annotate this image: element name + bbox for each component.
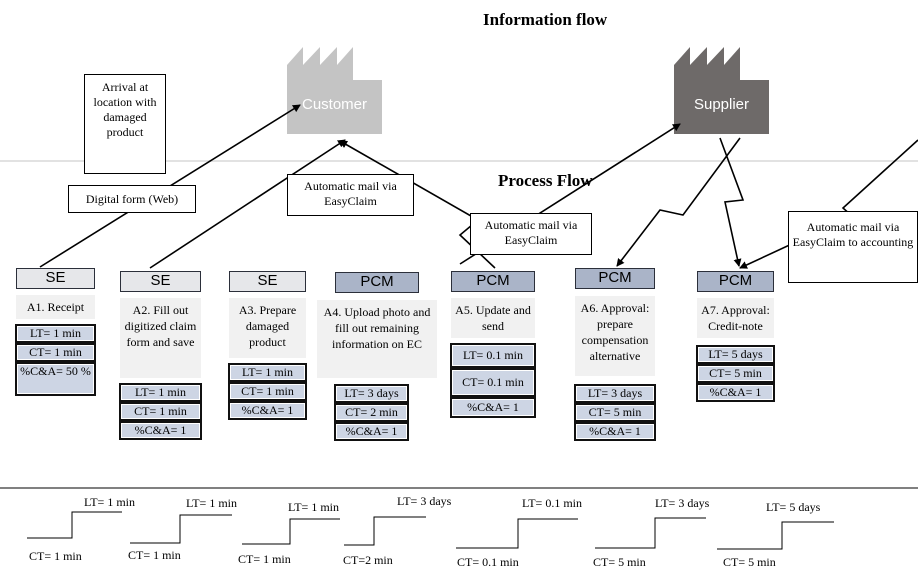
step-1-description: A1. Receipt — [16, 295, 95, 319]
arrow-supplier-to-a7 — [719, 137, 745, 267]
step-1-metrics: LT= 1 min CT= 1 min %C&A= 50 % — [15, 324, 96, 397]
step-6-metrics: LT= 3 days CT= 5 min %C&A= 1 — [574, 384, 656, 442]
timeline-step-6 — [595, 517, 706, 549]
info-flow-header: Information flow — [483, 10, 608, 29]
step-4-metrics: LT= 3 days CT= 2 min %C&A= 1 — [334, 384, 409, 442]
step-5-ct: CT= 0.1 min — [450, 368, 536, 397]
process-flow-header: Process Flow — [498, 171, 593, 190]
customer-factory-icon — [287, 47, 382, 134]
step-6-ca: %C&A= 1 — [574, 422, 656, 441]
auto-mail-note-1: Automatic mail via EasyClaim — [287, 174, 414, 216]
supplier-factory-icon — [674, 47, 769, 134]
timeline-lt-1: LT= 1 min — [84, 495, 135, 509]
timeline-ct-7: CT= 5 min — [723, 555, 776, 569]
step-5-metrics: LT= 0.1 min CT= 0.1 min %C&A= 1 — [450, 343, 536, 419]
step-2-ct: CT= 1 min — [119, 402, 202, 421]
digital-form-note: Digital form (Web) — [68, 185, 196, 213]
step-6-role: PCM — [575, 268, 655, 289]
step-4-role: PCM — [335, 272, 419, 293]
timeline-step-7 — [717, 521, 834, 550]
step-1-ca: %C&A= 50 % — [15, 362, 96, 396]
step-2-role: SE — [120, 271, 201, 292]
auto-mail-note-2: Automatic mail via EasyClaim — [470, 213, 592, 255]
step-3-lt: LT= 1 min — [228, 363, 307, 382]
step-3-metrics: LT= 1 min CT= 1 min %C&A= 1 — [228, 363, 307, 421]
timeline-step-1 — [27, 511, 122, 539]
supplier-label: Supplier — [693, 96, 750, 113]
step-3-description: A3. Prepare damaged product — [229, 298, 306, 358]
timeline-lt-2: LT= 1 min — [186, 496, 237, 510]
step-7-lt: LT= 5 days — [696, 345, 775, 364]
customer-label: Customer — [301, 96, 368, 113]
timeline-lt-3: LT= 1 min — [288, 500, 339, 514]
timeline-ct-5: CT= 0.1 min — [457, 555, 519, 569]
timeline-lt-4: LT= 3 days — [397, 494, 452, 508]
step-3-ca: %C&A= 1 — [228, 401, 307, 420]
step-6-ct: CT= 5 min — [574, 403, 656, 422]
step-4-ca: %C&A= 1 — [334, 422, 409, 441]
arrow-supplier-to-a6 — [616, 137, 741, 267]
step-2-metrics: LT= 1 min CT= 1 min %C&A= 1 — [119, 383, 202, 441]
step-4-ct: CT= 2 min — [334, 403, 409, 422]
timeline-step-4 — [344, 516, 426, 546]
timeline-ct-1: CT= 1 min — [29, 549, 82, 563]
step-6-lt: LT= 3 days — [574, 384, 656, 403]
step-6-description: A6. Approval: prepare compensation alter… — [575, 296, 655, 376]
step-7-ca: %C&A= 1 — [696, 383, 775, 402]
timeline-lt-6: LT= 3 days — [655, 496, 710, 510]
step-4-description: A4. Upload photo and fill out remaining … — [317, 300, 437, 378]
timeline-ct-6: CT= 5 min — [593, 555, 646, 569]
step-3-role: SE — [229, 271, 306, 292]
timeline-ct-4: CT=2 min — [343, 553, 393, 567]
step-5-role: PCM — [451, 271, 535, 292]
timeline-ct-3: CT= 1 min — [238, 552, 291, 566]
step-5-description: A5. Update and send — [451, 298, 535, 338]
step-2-ca: %C&A= 1 — [119, 421, 202, 440]
arrival-note: Arrival at location with damaged product — [84, 74, 166, 174]
timeline-step-2 — [130, 514, 232, 544]
timeline-step-5 — [456, 518, 578, 549]
step-7-metrics: LT= 5 days CT= 5 min %C&A= 1 — [696, 345, 775, 403]
step-5-ca: %C&A= 1 — [450, 397, 536, 418]
step-5-lt: LT= 0.1 min — [450, 343, 536, 368]
step-3-ct: CT= 1 min — [228, 382, 307, 401]
step-7-role: PCM — [697, 271, 774, 292]
timeline-ct-2: CT= 1 min — [128, 548, 181, 562]
arrow-a2-to-customer — [149, 139, 346, 269]
timeline-step-3 — [242, 518, 340, 545]
step-1-lt: LT= 1 min — [15, 324, 96, 343]
step-1-ct: CT= 1 min — [15, 343, 96, 362]
timeline-lt-7: LT= 5 days — [766, 500, 821, 514]
step-7-ct: CT= 5 min — [696, 364, 775, 383]
step-4-lt: LT= 3 days — [334, 384, 409, 403]
step-2-lt: LT= 1 min — [119, 383, 202, 402]
step-7-description: A7. Approval: Credit-note — [697, 298, 774, 338]
step-1-role: SE — [16, 268, 95, 289]
auto-mail-note-3: Automatic mail via EasyClaim to accounti… — [788, 211, 918, 283]
step-2-description: A2. Fill out digitized claim form and sa… — [120, 298, 201, 378]
timeline-lt-5: LT= 0.1 min — [522, 496, 582, 510]
